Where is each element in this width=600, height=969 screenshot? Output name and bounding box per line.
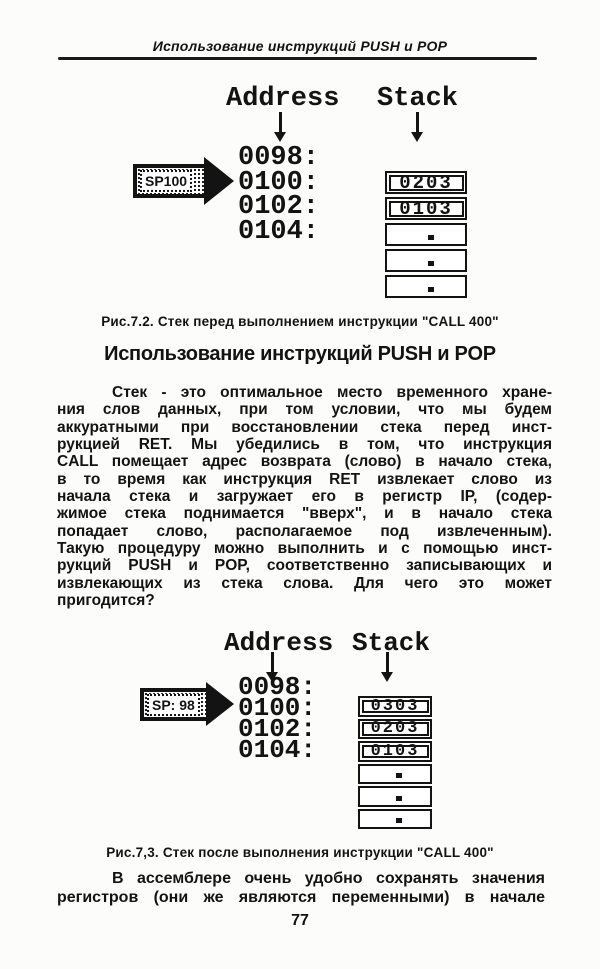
address-row: 0100: <box>238 693 317 723</box>
figure-caption: Рис.7,3. Стек после выполнения инструкци… <box>106 845 494 860</box>
section-heading: Использование инструкций PUSH и POP <box>104 343 496 365</box>
text-line: CALL помещает адрес возврата (слово) в н… <box>57 453 552 471</box>
dot-mark: . <box>427 235 434 240</box>
stack-cell-empty: . <box>358 763 432 784</box>
figure-caption: Рис.7.2. Стек перед выполнением инструкц… <box>101 314 499 329</box>
figure-stack-before-call: Address Stack 0098: 0100: 0102: 0104: SP… <box>0 85 600 310</box>
sp-register-label: SP100 <box>140 169 193 193</box>
dot-mark: . <box>396 795 403 801</box>
text-line: В ассемблере очень удобно сохранять знач… <box>112 870 545 887</box>
arrow-stem <box>279 112 282 132</box>
stack-cell-empty: . <box>358 808 432 829</box>
stack-value: 0103 <box>388 198 464 220</box>
stack-cell: 0303 <box>358 696 432 717</box>
running-header: Использование инструкций PUSH и POP <box>152 38 448 54</box>
down-arrow-icon <box>381 652 394 682</box>
text-line: попадает слово, располагаемое под извлеч… <box>57 522 552 540</box>
stack-value: 0103 <box>361 742 429 761</box>
text-line: регистров (они же являются переменными) … <box>57 889 545 907</box>
stack-cell: 0103 <box>385 197 467 220</box>
text-line: ния слов данных, при том условии, что мы… <box>57 401 552 419</box>
text-line: рукцией RET. Мы убедились в том, что инс… <box>57 436 552 454</box>
arrow-stem <box>271 652 274 672</box>
stack-column: 0203 0103 . . . <box>385 171 467 298</box>
address-row: 0104: <box>238 735 317 765</box>
stack-cell-empty: . <box>358 786 432 807</box>
stack-cell: 0203 <box>358 718 432 739</box>
dot-mark: . <box>396 818 403 823</box>
address-column-header: Address <box>224 628 334 658</box>
pointer-arrow-head <box>206 682 234 726</box>
text-line: начала стека и загружает его в регистр I… <box>57 488 552 506</box>
dot-mark: . <box>396 773 403 778</box>
text-line: пригодится? <box>57 592 155 610</box>
stack-cell-empty: . <box>385 275 467 298</box>
page-number: 77 <box>291 912 309 929</box>
arrow-stem <box>386 652 389 672</box>
dot-mark: . <box>427 261 434 266</box>
stack-column-header: Stack <box>377 84 459 114</box>
address-row: 0102: <box>238 714 317 744</box>
pointer-arrow-head <box>204 157 234 205</box>
stack-cell-empty: . <box>385 249 467 272</box>
arrow-stem <box>416 112 419 132</box>
stack-cell-empty: . <box>385 223 467 246</box>
address-row: 0102: <box>238 192 320 222</box>
text-line: Стек - это оптимальное место временного … <box>112 384 552 401</box>
down-arrow-icon <box>411 112 424 142</box>
stack-cell: 0203 <box>385 171 467 194</box>
text-line: аккуратными при восстановлении стека пер… <box>57 418 552 436</box>
down-arrow-icon <box>274 112 287 142</box>
stack-pointer-arrow-icon: SP100 <box>133 157 234 205</box>
body-paragraph: В ассемблере очень удобно сохранять знач… <box>57 869 545 907</box>
address-row: 0100: <box>238 167 320 198</box>
stack-value: 0303 <box>361 697 429 716</box>
text-line: рукций PUSH и POP, соответственно записы… <box>57 557 552 575</box>
dot-mark: . <box>427 287 434 292</box>
text-line: извлекающих из стека слова. Для чего это… <box>57 574 552 592</box>
arrow-head <box>274 132 286 142</box>
sp-register-label: SP: 98 <box>147 693 200 716</box>
text-line: Такую процедуру можно выполнить и с помо… <box>57 540 552 558</box>
arrow-head <box>411 132 423 142</box>
stack-value: 0203 <box>361 719 429 738</box>
address-row: 0098: <box>238 143 320 173</box>
address-row: 0104: <box>238 216 320 247</box>
figure-stack-after-call: Address Stack 0098: 0100: 0102: 0104: SP… <box>0 627 600 829</box>
arrow-head <box>266 672 278 682</box>
body-paragraph: Стек - это оптимальное место временного … <box>57 384 552 609</box>
stack-column: 0303 0203 0103 . . . <box>358 696 432 829</box>
address-column-header: Address <box>226 84 340 114</box>
stack-cell: 0103 <box>358 741 432 762</box>
stack-value: 0203 <box>388 172 464 194</box>
address-list: 0098: 0100: 0102: 0104: <box>238 143 320 247</box>
address-list: 0098: 0100: 0102: 0104: <box>238 672 317 765</box>
stack-pointer-arrow-icon: SP: 98 <box>140 682 234 727</box>
arrow-head <box>381 672 393 682</box>
stack-column-header: Stack <box>352 628 431 658</box>
header-rule <box>58 57 537 60</box>
text-line: в то время как инструкция RET извлекает … <box>57 470 552 488</box>
down-arrow-icon <box>266 652 279 682</box>
text-line: жимое стека поднимается "вверх", и в нач… <box>57 505 552 523</box>
address-row: 0098: <box>238 672 317 702</box>
